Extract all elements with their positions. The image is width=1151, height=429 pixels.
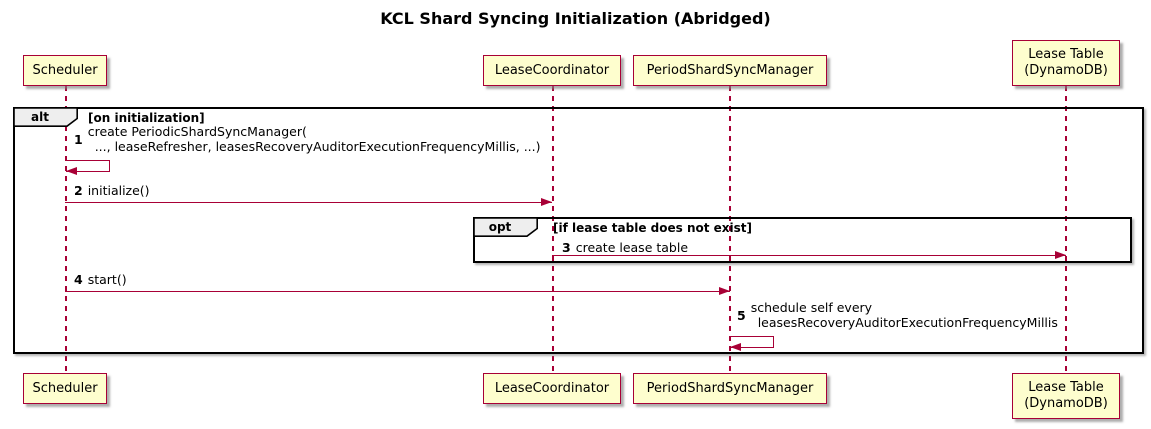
message-4: 4 start() — [74, 272, 127, 287]
message-1: 1 create PeriodicShardSyncManager( ..., … — [74, 124, 541, 154]
message-3: 3 create lease table — [562, 240, 688, 255]
message-2-text: initialize() — [87, 183, 150, 198]
participant-period-shard-sync-manager-bottom: PeriodShardSyncManager — [633, 373, 827, 404]
message-4-line — [65, 291, 730, 292]
participant-period-shard-sync-manager-top: PeriodShardSyncManager — [633, 55, 827, 86]
participant-label: Lease Table (DynamoDB) — [1024, 47, 1108, 78]
opt-frame — [473, 217, 1132, 263]
message-2-arrowhead — [541, 198, 552, 206]
message-3-arrowhead — [1055, 251, 1066, 259]
message-5-number: 5 — [737, 307, 746, 323]
participant-scheduler-top: Scheduler — [23, 55, 107, 86]
message-1-text: create PeriodicShardSyncManager( ..., le… — [87, 124, 541, 154]
participant-lease-table-bottom: Lease Table (DynamoDB) — [1012, 373, 1120, 419]
message-5-arrowhead — [730, 343, 741, 351]
message-3-number: 3 — [562, 240, 571, 255]
message-3-line — [552, 255, 1066, 256]
participant-label: Scheduler — [32, 380, 98, 396]
message-5: 5 schedule self every leasesRecoveryAudi… — [737, 300, 1058, 330]
participant-label: PeriodShardSyncManager — [646, 62, 814, 78]
participant-label: PeriodShardSyncManager — [646, 380, 814, 396]
alt-frame — [13, 107, 1144, 354]
lifeline-scheduler — [65, 86, 67, 374]
message-1-self-arrow — [66, 160, 110, 172]
message-1-number: 1 — [74, 131, 83, 147]
participant-label: Lease Table (DynamoDB) — [1024, 380, 1108, 411]
message-4-text: start() — [87, 272, 127, 287]
alt-condition: [on initialization] — [88, 111, 205, 125]
lifeline-lease-coordinator — [552, 86, 554, 374]
opt-condition: [if lease table does not exist] — [553, 221, 753, 235]
message-5-text: schedule self every leasesRecoveryAudito… — [750, 300, 1058, 330]
alt-frame-label-pentagon — [14, 108, 78, 127]
participant-lease-coordinator-top: LeaseCoordinator — [483, 55, 621, 86]
message-4-arrowhead — [719, 287, 730, 295]
message-2-line — [65, 202, 552, 203]
opt-keyword: opt — [488, 220, 512, 234]
lifeline-lease-table — [1065, 86, 1067, 374]
message-2-number: 2 — [74, 183, 83, 198]
opt-frame-label-pentagon — [474, 218, 538, 237]
message-4-number: 4 — [74, 272, 83, 287]
participant-label: Scheduler — [32, 62, 98, 78]
message-1-arrowhead — [66, 167, 77, 175]
alt-keyword: alt — [31, 110, 49, 124]
participant-lease-coordinator-bottom: LeaseCoordinator — [483, 373, 621, 404]
participant-label: LeaseCoordinator — [494, 62, 610, 78]
participant-scheduler-bottom: Scheduler — [23, 373, 107, 404]
diagram-title: KCL Shard Syncing Initialization (Abridg… — [380, 9, 771, 28]
message-3-text: create lease table — [575, 240, 689, 255]
message-2: 2 initialize() — [74, 183, 150, 198]
participant-label: LeaseCoordinator — [494, 380, 610, 396]
participant-lease-table-top: Lease Table (DynamoDB) — [1012, 40, 1120, 86]
message-5-self-arrow — [730, 336, 774, 348]
lifeline-period-shard-sync-manager — [729, 86, 731, 374]
